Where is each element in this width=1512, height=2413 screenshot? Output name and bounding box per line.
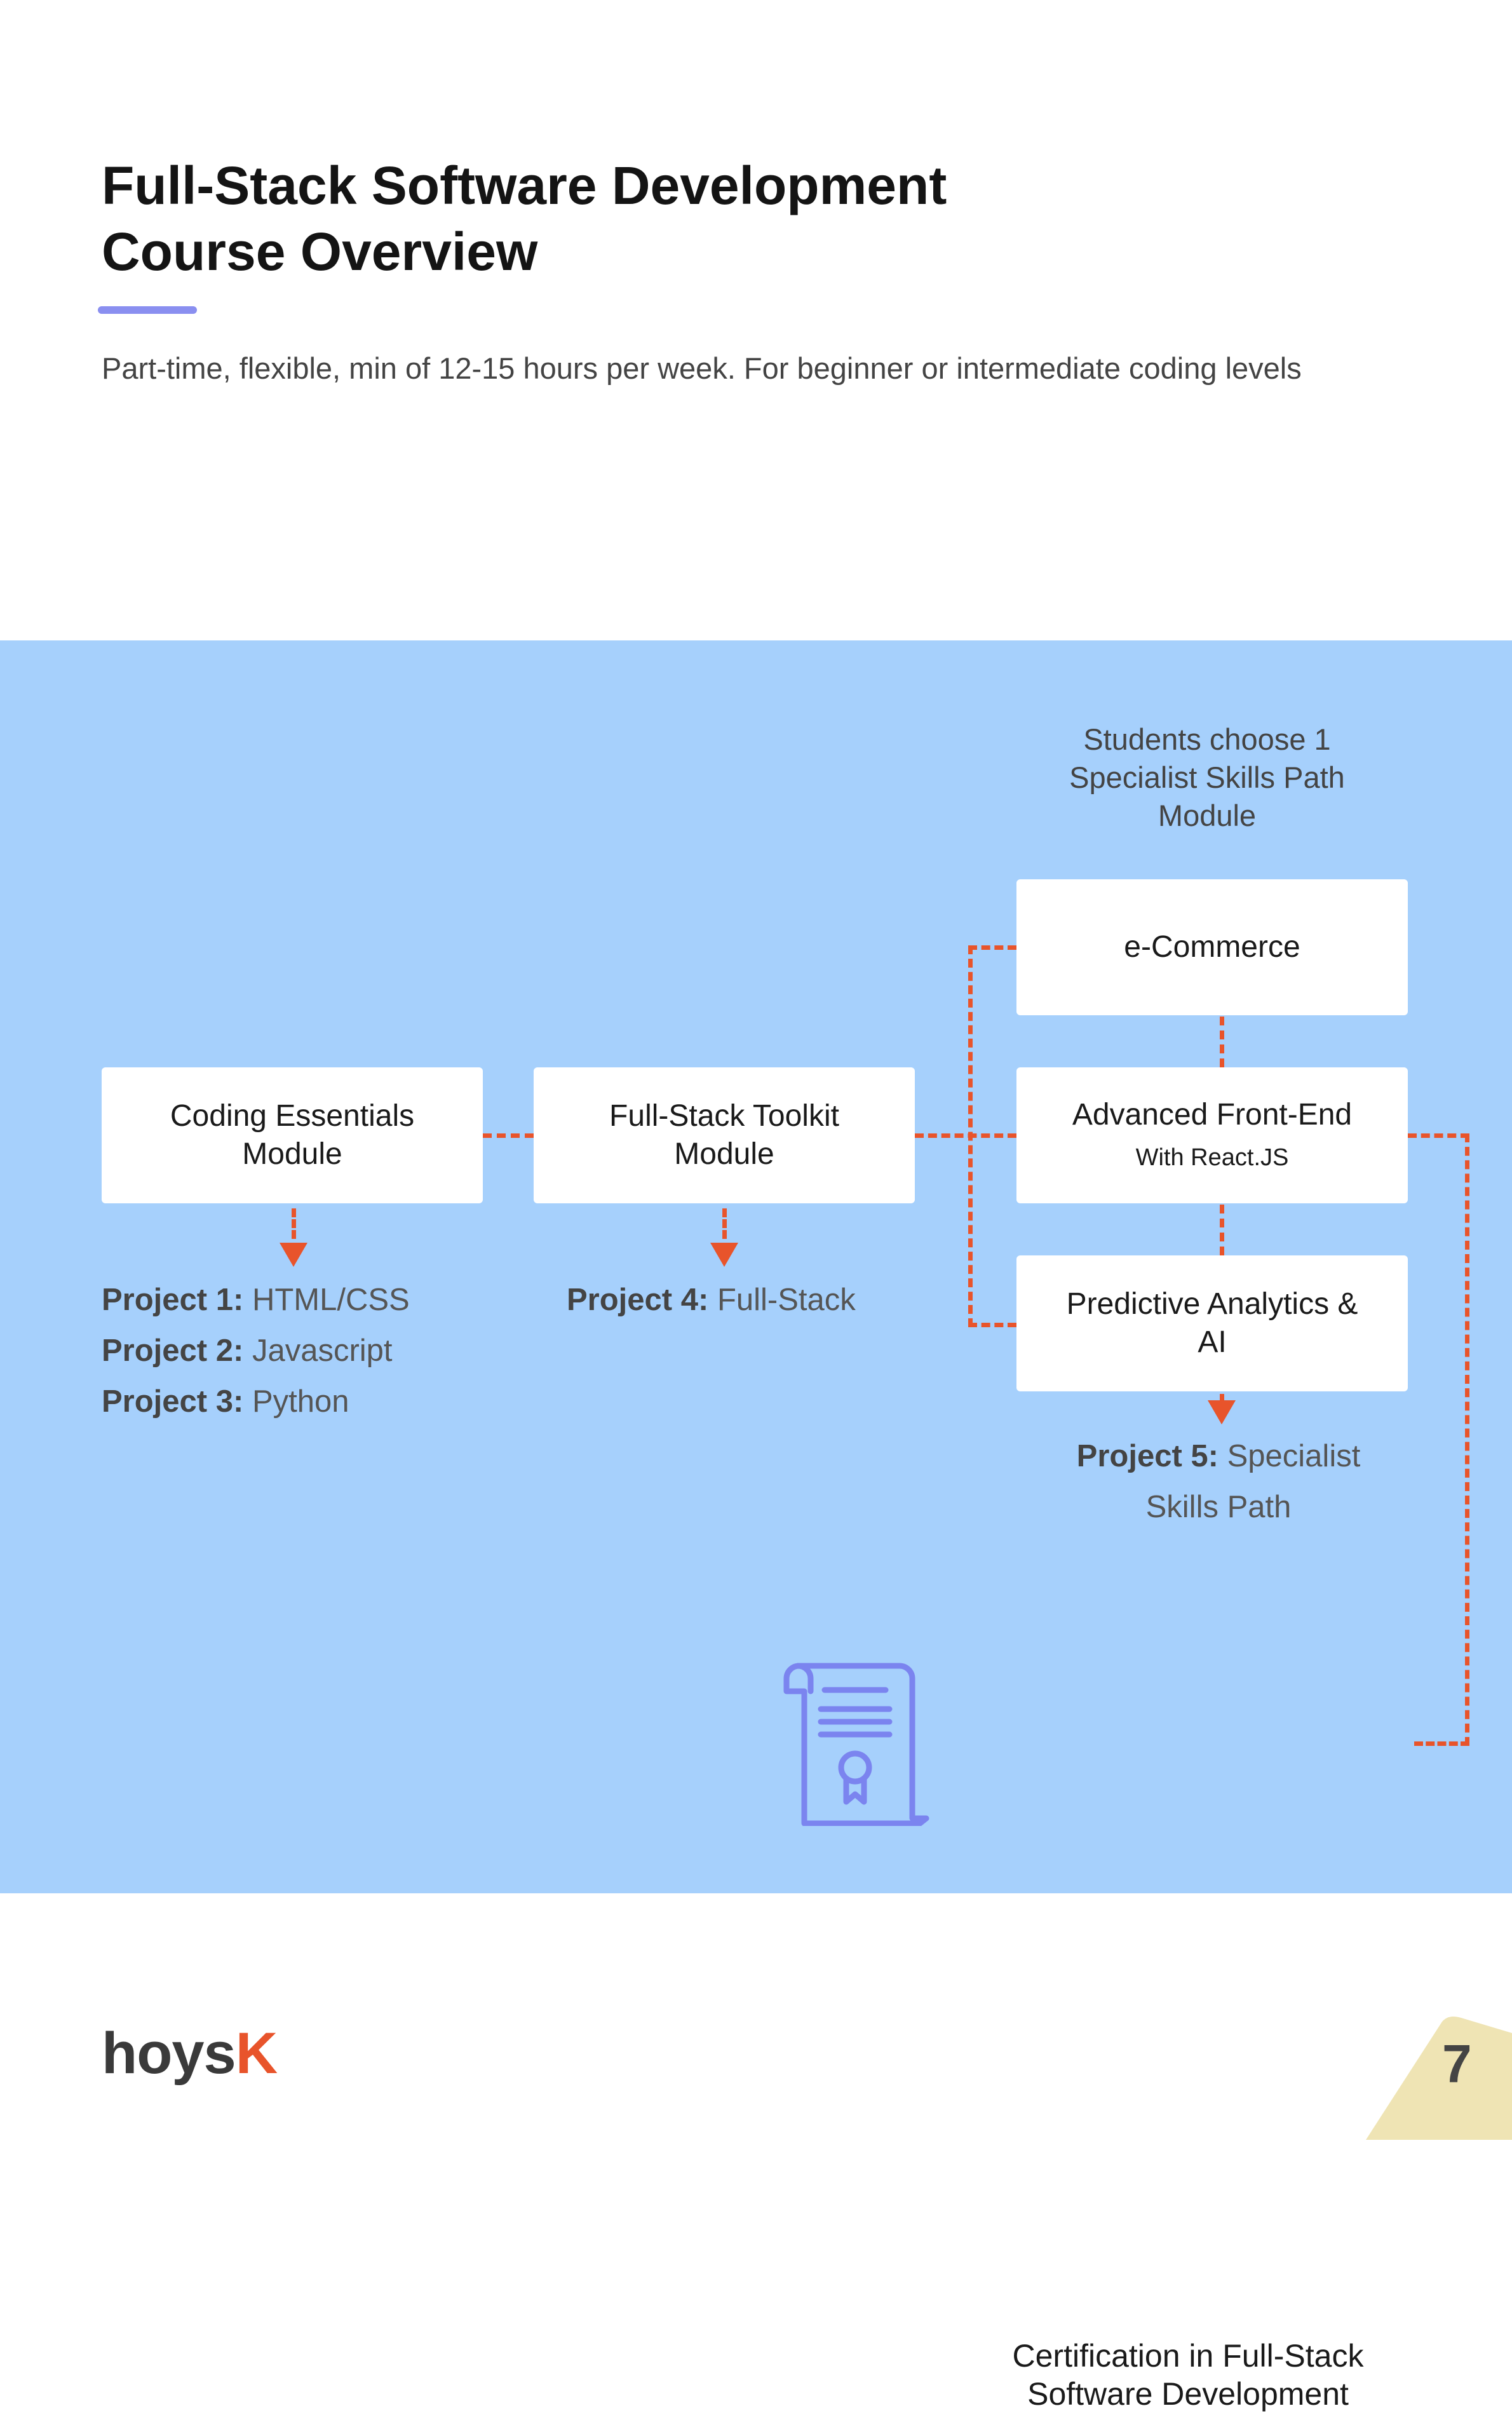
project-5-label: Project 5: xyxy=(1076,1439,1218,1473)
connector-toolkit-paths xyxy=(915,1133,1016,1138)
path-analytics-label: Predictive Analytics & AI xyxy=(1066,1287,1358,1359)
brand-logo-accent: K xyxy=(235,2021,278,2086)
connector-paths-certification xyxy=(1408,1133,1469,1138)
title-underline xyxy=(98,306,197,314)
project-2-value: Javascript xyxy=(252,1334,393,1368)
connector-right-vertical xyxy=(1465,1133,1469,1746)
project-1-label: Project 1: xyxy=(102,1283,244,1317)
page-number: 7 xyxy=(1442,2034,1472,2093)
path-predictive-analytics: Predictive Analytics & AI xyxy=(1016,1255,1408,1391)
path-note: Students choose 1 Specialist Skills Path… xyxy=(1069,722,1345,832)
course-diagram: Students choose 1 Specialist Skills Path… xyxy=(0,640,1512,2412)
certificate-icon xyxy=(783,1663,929,1826)
arrow-stem-toolkit xyxy=(722,1208,727,1239)
module-fullstack-toolkit: Full-Stack Toolkit Module xyxy=(534,1067,915,1203)
module-coding-essentials: Coding Essentials Module xyxy=(102,1067,483,1203)
arrow-head-essentials xyxy=(280,1243,307,1267)
project-list-essentials: Project 1: HTML/CSS Project 2: Javascrip… xyxy=(102,1274,410,1427)
connector-to-certification xyxy=(1414,1741,1469,1746)
project-2: Project 2: Javascript xyxy=(102,1325,410,1376)
arrow-stem-essentials xyxy=(292,1208,296,1239)
project-5-value-line-2: Skills Path xyxy=(1145,1490,1292,1524)
path-frontend-label: Advanced Front-End xyxy=(1072,1098,1353,1132)
module-coding-essentials-label: Coding Essentials Module xyxy=(170,1099,415,1171)
page-subtitle: Part-time, flexible, min of 12-15 hours … xyxy=(102,351,1302,385)
page-title: Full-Stack Software Development Course O… xyxy=(102,152,947,285)
connector-bracket-analytics xyxy=(968,1323,1016,1327)
certification-label: Certification in Full-Stack Software Dev… xyxy=(1012,2338,1364,2412)
page-title-line-1: Full-Stack Software Development xyxy=(102,156,947,215)
project-5-value-line-1: Specialist xyxy=(1227,1439,1361,1473)
connector-bracket-ecommerce xyxy=(968,945,1016,950)
module-fullstack-toolkit-label: Full-Stack Toolkit Module xyxy=(609,1099,839,1171)
connector-essentials-toolkit xyxy=(483,1133,534,1138)
arrow-head-analytics xyxy=(1208,1400,1236,1424)
project-1-value: HTML/CSS xyxy=(252,1283,410,1317)
brand-logo-main: hoys xyxy=(102,2021,236,2086)
project-5: Project 5: Specialist xyxy=(1016,1431,1421,1482)
brand-logo: hoysK xyxy=(102,2020,278,2087)
connector-path-bracket xyxy=(968,945,973,1327)
arrow-stem-analytics xyxy=(1220,1394,1224,1403)
project-4: Project 4: Full-Stack xyxy=(567,1274,856,1325)
page-corner-tab xyxy=(1366,2017,1512,2140)
arrow-head-toolkit xyxy=(710,1243,738,1267)
project-4-label: Project 4: xyxy=(567,1283,709,1317)
project-4-value: Full-Stack xyxy=(717,1283,856,1317)
path-frontend-sublabel: With React.JS xyxy=(1135,1144,1289,1171)
project-3: Project 3: Python xyxy=(102,1376,410,1427)
connector-ecommerce-frontend xyxy=(1220,1017,1224,1067)
project-list-toolkit: Project 4: Full-Stack xyxy=(567,1274,856,1325)
project-1: Project 1: HTML/CSS xyxy=(102,1274,410,1325)
path-ecommerce: e-Commerce xyxy=(1016,879,1408,1015)
project-3-label: Project 3: xyxy=(102,1384,244,1419)
project-list-specialist: Project 5: Specialist Skills Path xyxy=(1016,1431,1421,1532)
project-2-label: Project 2: xyxy=(102,1334,244,1368)
page-title-line-2: Course Overview xyxy=(102,222,538,281)
path-ecommerce-label: e-Commerce xyxy=(1124,930,1300,964)
path-advanced-frontend: Advanced Front-End With React.JS xyxy=(1016,1067,1408,1203)
connector-frontend-analytics xyxy=(1220,1205,1224,1255)
project-3-value: Python xyxy=(252,1384,349,1419)
